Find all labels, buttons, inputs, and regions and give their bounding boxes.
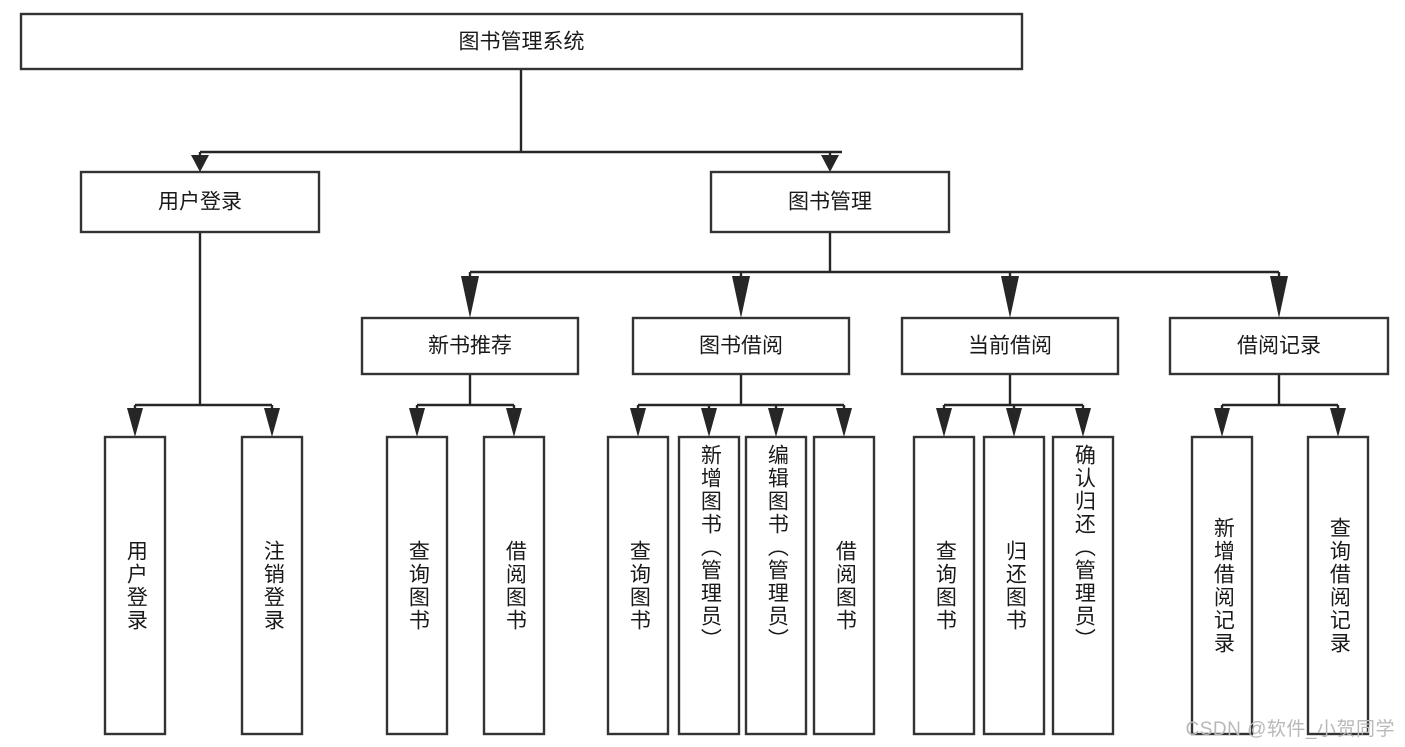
arrowhead-leaf-query-record [1330, 408, 1346, 437]
node-box-leaf-logout[interactable] [240, 435, 304, 736]
csdn-watermark: CSDN @软件_小贺同学 [1185, 719, 1395, 740]
arrowhead-leaf-add-book [701, 408, 717, 437]
node-box-leaf-add-record[interactable] [1190, 435, 1254, 736]
arrowhead-leaf-query-book-2 [630, 408, 646, 437]
connector-group-bookmgmt-to-level3 [461, 232, 1288, 318]
arrowhead-borrow-record [1270, 276, 1288, 318]
node-label-book-borrow: 图书借阅 [699, 335, 783, 358]
connector-group-newbook-to-leaves [409, 374, 522, 437]
arrowhead-leaf-query-book-3 [936, 408, 952, 437]
node-label-new-book-recommend: 新书推荐 [428, 335, 512, 358]
node-box-new-book-recommend[interactable] [360, 316, 580, 376]
node-box-leaf-user-login[interactable] [103, 435, 167, 736]
arrowhead-leaf-logout [264, 408, 280, 437]
node-box-leaf-return-book[interactable] [982, 435, 1046, 736]
node-box-leaf-query-book-3[interactable] [912, 435, 976, 736]
arrowhead-leaf-confirm-return [1075, 408, 1091, 437]
connector-group-currentborrow-to-leaves [936, 374, 1091, 437]
node-box-book-borrow[interactable] [631, 316, 851, 376]
node-label-current-borrow: 当前借阅 [968, 335, 1052, 358]
node-label-borrow-record: 借阅记录 [1237, 335, 1321, 358]
node-box-leaf-query-book-1[interactable] [385, 435, 449, 736]
connector-group-root-to-level2 [191, 69, 842, 172]
arrowhead-leaf-add-record [1214, 408, 1230, 437]
arrowhead-book-management [821, 155, 839, 172]
node-label-user-login: 用户登录 [158, 191, 242, 214]
node-box-leaf-query-book-2[interactable] [606, 435, 670, 736]
node-box-borrow-record[interactable] [1168, 316, 1390, 376]
node-box-leaf-borrow-book-2[interactable] [812, 435, 876, 736]
node-label-root: 图书管理系统 [459, 31, 585, 54]
connector-group-bookborrow-to-leaves [630, 374, 852, 437]
node-box-leaf-add-book[interactable] [677, 435, 741, 736]
arrowhead-leaf-edit-book [768, 408, 784, 437]
arrowhead-leaf-user-login [127, 408, 143, 437]
node-box-leaf-borrow-book-1[interactable] [482, 435, 546, 736]
node-box-leaf-edit-book[interactable] [744, 435, 808, 736]
arrowhead-user-login [191, 155, 209, 172]
node-box-leaf-query-record[interactable] [1306, 435, 1370, 736]
arrowhead-leaf-borrow-book-2 [836, 408, 852, 437]
node-box-current-borrow[interactable] [900, 316, 1120, 376]
connector-group-borrowrecord-to-leaves [1214, 374, 1346, 437]
arrowhead-leaf-query-book-1 [409, 408, 425, 437]
node-label-book-management: 图书管理 [788, 191, 872, 214]
arrowhead-current-borrow [1001, 276, 1019, 318]
node-box-leaf-confirm-return[interactable] [1051, 435, 1115, 736]
node-box-user-login[interactable] [79, 170, 321, 234]
arrowhead-new-book [461, 276, 479, 318]
connector-group-userlogin-to-leaves [127, 232, 280, 437]
node-box-book-management[interactable] [709, 170, 951, 234]
arrowhead-leaf-borrow-book-1 [506, 408, 522, 437]
arrowhead-book-borrow [732, 276, 750, 318]
node-box-root[interactable] [19, 12, 1024, 71]
arrowhead-leaf-return-book [1006, 408, 1022, 437]
